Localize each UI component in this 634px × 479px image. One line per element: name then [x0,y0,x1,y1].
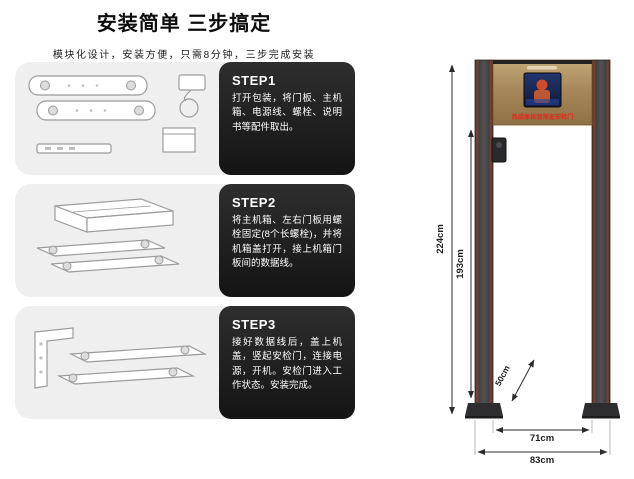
brand-logo [527,66,557,70]
camera-lens-icon [496,142,502,148]
step1-label: STEP1 [232,73,276,88]
gate-right-foot [582,403,620,416]
header: 安装简单 三步搞定 模块化设计，安装方便，只需8分钟，三步完成安装 [0,7,368,61]
door-panel-icon [36,100,156,121]
step3-illustration-card [15,306,257,419]
door-panel-icon [56,367,196,385]
security-gate-figure: 热成像体温筛查安检门 224cm 193cm 50cm [435,59,620,466]
step1-panel: STEP1 打开包装，将门板、主机箱、电源线、螺栓、说明书等配件取出。 [219,62,355,175]
dimension-label-outer-width: 83cm [530,455,554,466]
step1-text: 打开包装，将门板、主机箱、电源线、螺栓、说明书等配件取出。 [232,93,342,133]
step-row-2: STEP2 将主机箱、左右门板用螺栓固定(8个长螺栓)，并将机箱盖打开，接上机箱… [15,184,355,297]
dimension-label-inner-width: 71cm [530,433,554,444]
corner-bracket-icon [34,327,74,389]
gate-left-post [474,59,494,406]
dimension-label-total-height: 224cm [435,224,446,254]
cable-coil-icon [179,98,199,118]
dimension-label-inner-height: 193cm [455,249,466,279]
accessory-box-icon [162,127,196,153]
page-subtitle: 模块化设计，安装方便，只需8分钟，三步完成安装 [52,50,316,61]
screen-bottom-bar [526,99,559,105]
door-panel-icon [50,255,180,273]
left-foot-base [465,416,503,419]
step2-text: 将主机箱、左右门板用螺栓固定(8个长螺栓)，并将机箱盖打开，接上机箱门板间的数据… [232,215,342,270]
step2-assembly-illustration [36,198,180,273]
step3-panel: STEP3 接好数据线后，盖上机盖，竖起安检门，连接电源，开机。安检门进入工作状… [219,306,355,419]
page-title: 安装简单 三步搞定 [96,13,272,35]
dimension-arrow-depth [511,359,535,402]
step3-text: 接好数据线后，盖上机盖，竖起安检门，连接电源，开机。安检门进入工作状态。安装完成… [232,337,342,392]
step2-panel: STEP2 将主机箱、左右门板用螺栓固定(8个长螺栓)，并将机箱盖打开，接上机箱… [219,184,355,297]
power-adapter-icon [178,74,206,91]
step3-finish-illustration [34,327,208,389]
gate-right-post [591,59,611,406]
step3-label: STEP3 [232,317,276,332]
thermal-camera-icon [491,137,507,163]
step2-illustration-card [15,184,257,297]
crossbar-top-strip [493,60,592,64]
step1-parts-illustration [28,74,206,154]
led-ticker: 热成像体温筛查安检门 [512,113,574,121]
step-row-1: STEP1 打开包装，将门板、主机箱、电源线、螺栓、说明书等配件取出。 [15,62,355,175]
right-foot-base [582,416,620,419]
door-panel-icon [36,239,166,257]
gate-left-foot [465,403,503,416]
door-panel-icon [68,345,208,363]
step2-label: STEP2 [232,195,276,210]
dimension-label-depth: 50cm [493,363,512,387]
door-panel-icon [28,75,148,96]
step1-illustration-card [15,62,257,175]
thermal-figure-head [536,79,548,91]
step-row-3: STEP3 接好数据线后，盖上机盖，竖起安检门，连接电源，开机。安检门进入工作状… [15,306,355,419]
